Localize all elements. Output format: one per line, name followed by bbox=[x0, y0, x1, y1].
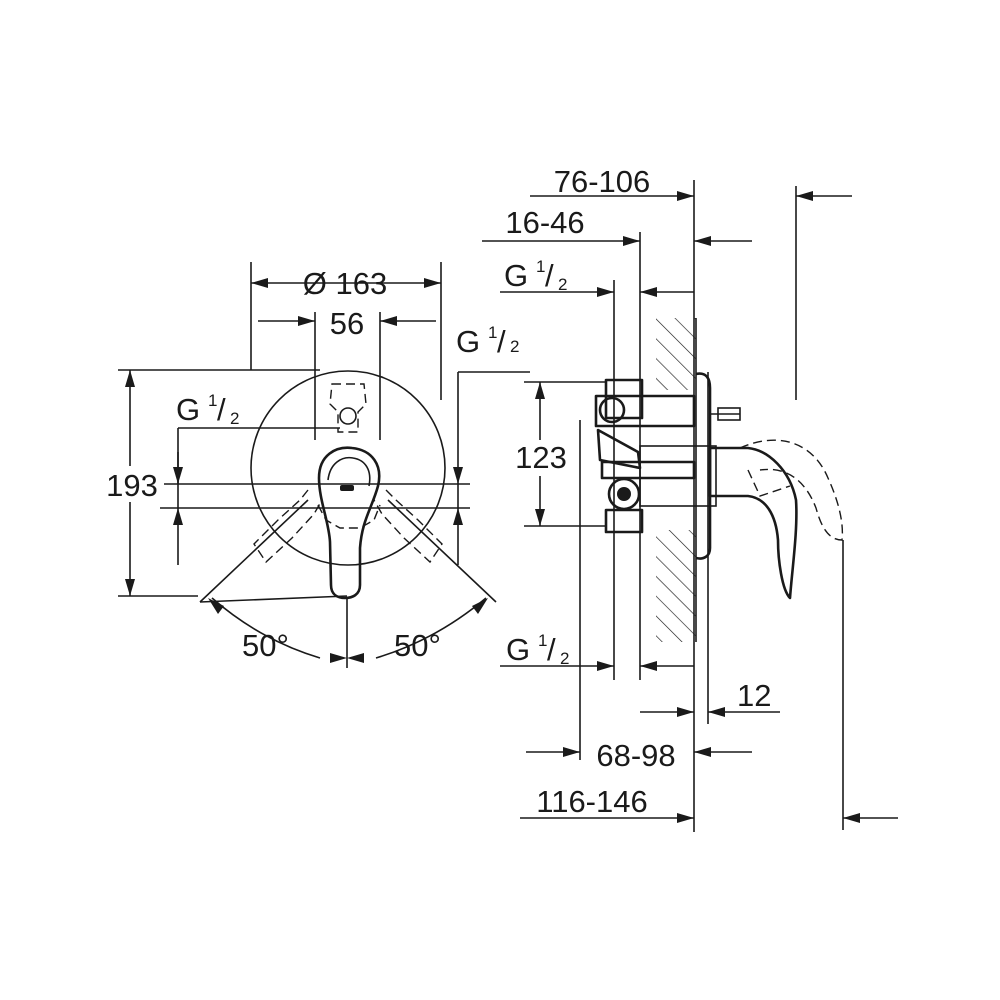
thread-top-num: 1 bbox=[536, 257, 545, 276]
label-bg bbox=[100, 466, 164, 502]
arrow bbox=[796, 191, 813, 201]
arrow bbox=[173, 508, 183, 525]
arrow bbox=[173, 467, 183, 484]
handle-side-rotated bbox=[739, 439, 844, 541]
thread-left-den: 2 bbox=[230, 409, 239, 428]
valve-body bbox=[594, 394, 696, 428]
cartridge-hidden-top bbox=[329, 383, 367, 433]
thread-left-num: 1 bbox=[208, 391, 217, 410]
arrow bbox=[563, 747, 580, 757]
arrow bbox=[677, 191, 694, 201]
handle-inner-detail bbox=[327, 456, 371, 487]
arrow bbox=[597, 661, 614, 671]
thread-left-letter: G bbox=[176, 392, 200, 427]
angle-line-right bbox=[387, 499, 497, 603]
angle-right: 50° bbox=[394, 628, 441, 663]
angle-ref-left bbox=[199, 595, 348, 603]
dim-height-123: 123 bbox=[515, 440, 567, 475]
side-view: 76-106 16-46 G 1 / 2 123 G 1 / bbox=[482, 164, 898, 832]
arrow bbox=[251, 278, 268, 288]
dim-76-106: 76-106 bbox=[554, 164, 651, 199]
valve-shaft bbox=[600, 460, 696, 480]
fraction-slash: / bbox=[547, 632, 556, 667]
handle-rotated-left bbox=[253, 489, 323, 564]
cartridge-body bbox=[639, 445, 717, 507]
arrow bbox=[677, 707, 694, 717]
handle-side-rotated-inner bbox=[747, 469, 791, 497]
arrow bbox=[424, 278, 441, 288]
fraction-slash: / bbox=[497, 324, 506, 359]
dim-68-98: 68-98 bbox=[596, 738, 675, 773]
arrow bbox=[347, 653, 364, 663]
plate-button-cap bbox=[717, 407, 741, 421]
thread-bottom-den: 2 bbox=[560, 649, 569, 668]
valve-knob-top bbox=[598, 396, 626, 424]
arrow bbox=[472, 598, 488, 614]
arrow bbox=[640, 661, 657, 671]
lever-handle bbox=[317, 446, 381, 600]
dim-16-46: 16-46 bbox=[505, 205, 584, 240]
dim-plate-12: 12 bbox=[737, 678, 771, 713]
arrow bbox=[694, 236, 711, 246]
thread-top-den: 2 bbox=[558, 275, 567, 294]
arrow bbox=[694, 747, 711, 757]
arrow bbox=[453, 467, 463, 484]
arrow bbox=[125, 579, 135, 596]
angle-left: 50° bbox=[242, 628, 289, 663]
arrow bbox=[623, 236, 640, 246]
thread-upper-num: 1 bbox=[488, 323, 497, 342]
dim-116-146: 116-146 bbox=[536, 784, 647, 819]
valve-lower-port bbox=[604, 508, 644, 534]
thread-bottom-letter: G bbox=[506, 632, 530, 667]
handle-rotated-right bbox=[373, 489, 443, 564]
dim-diameter: Ø 163 bbox=[303, 266, 387, 301]
handle-rotated-mid bbox=[317, 504, 381, 529]
dim-height-193: 193 bbox=[106, 468, 158, 503]
dim-handle-width: 56 bbox=[330, 306, 364, 341]
arrow bbox=[208, 598, 224, 614]
escutcheon-plate bbox=[250, 370, 446, 566]
handle-indicator bbox=[340, 485, 354, 491]
arrow bbox=[380, 316, 397, 326]
arrow bbox=[843, 813, 860, 823]
front-view: Ø 163 56 193 G 1 / 2 G 1 / 2 bbox=[100, 262, 530, 668]
fraction-slash: / bbox=[545, 258, 554, 293]
thread-upper-den: 2 bbox=[510, 337, 519, 356]
wall-hatch-top bbox=[656, 318, 696, 390]
valve-knob-center bbox=[617, 487, 631, 501]
arrow bbox=[535, 382, 545, 399]
arrow bbox=[597, 287, 614, 297]
wall-hatch-bottom bbox=[656, 530, 696, 642]
fraction-slash: / bbox=[217, 392, 226, 427]
label-bg bbox=[506, 440, 576, 476]
arrow bbox=[330, 653, 347, 663]
arrow bbox=[453, 508, 463, 525]
arrow bbox=[677, 813, 694, 823]
arrow bbox=[298, 316, 315, 326]
arrow bbox=[125, 370, 135, 387]
angle-line-left bbox=[199, 499, 309, 603]
thread-upper-letter: G bbox=[456, 324, 480, 359]
thread-top-letter: G bbox=[504, 258, 528, 293]
arrow bbox=[708, 707, 725, 717]
cartridge-hole bbox=[339, 407, 357, 425]
lever-handle-side bbox=[708, 446, 798, 600]
thread-bottom-num: 1 bbox=[538, 631, 547, 650]
arrow bbox=[640, 287, 657, 297]
arrow bbox=[535, 509, 545, 526]
